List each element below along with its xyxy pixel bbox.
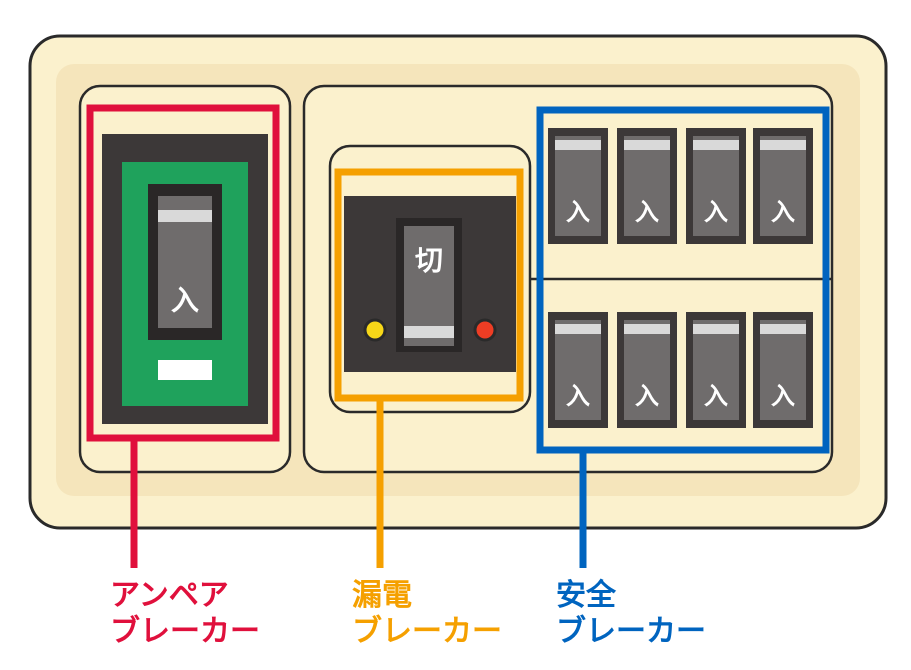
safety-switch-label: 入	[635, 198, 659, 226]
safety-breaker[interactable]: 入	[548, 128, 608, 244]
safety-switch-label: 入	[771, 198, 795, 226]
leakage-highlight-frame	[334, 168, 524, 402]
safety-switch-highlight	[760, 140, 806, 150]
safety-breaker[interactable]: 入	[617, 128, 677, 244]
breaker-switch-icon[interactable]	[760, 320, 806, 420]
safety-breaker[interactable]: 入	[753, 128, 813, 244]
safety-highlight-frame	[536, 106, 830, 454]
safety-switch-label: 入	[704, 382, 728, 410]
ampere-breaker-label: アンペア ブレーカー	[110, 578, 260, 650]
breaker-switch-icon[interactable]	[555, 320, 601, 420]
ampere-switch-highlight	[158, 210, 212, 222]
breaker-switch-icon[interactable]	[555, 136, 601, 236]
breaker-switch-icon[interactable]	[693, 320, 739, 420]
breaker-switch-icon[interactable]	[624, 136, 670, 236]
ampere-label-line1: アンペア	[110, 578, 229, 613]
safety-breaker[interactable]: 入	[753, 312, 813, 428]
leakage-switch-highlight	[404, 326, 454, 338]
safety-label-line1: 安全	[556, 578, 616, 613]
breaker-switch-icon[interactable]	[760, 136, 806, 236]
safety-breaker[interactable]: 入	[548, 312, 608, 428]
leakage-label-line2: ブレーカー	[352, 614, 502, 649]
safety-switch-label: 入	[704, 198, 728, 226]
safety-breaker-label: 安全 ブレーカー	[556, 578, 706, 650]
indicator-lamp-icon	[363, 318, 387, 342]
safety-switch-highlight	[624, 324, 670, 334]
safety-switch-highlight	[555, 140, 601, 150]
safety-switch-highlight	[693, 324, 739, 334]
safety-breaker[interactable]: 入	[686, 312, 746, 428]
safety-switch-highlight	[693, 140, 739, 150]
safety-switch-label: 入	[771, 382, 795, 410]
indicator-lamp-icon	[473, 318, 497, 342]
safety-switch-label: 入	[566, 198, 590, 226]
safety-label-line2: ブレーカー	[556, 614, 706, 649]
safety-switch-highlight	[555, 324, 601, 334]
safety-switch-label: 入	[566, 382, 590, 410]
safety-switch-highlight	[624, 140, 670, 150]
ampere-label-line2: ブレーカー	[110, 614, 260, 649]
breaker-switch-icon[interactable]	[693, 136, 739, 236]
safety-switch-label: 入	[635, 382, 659, 410]
leakage-breaker-label: 漏電 ブレーカー	[352, 578, 502, 650]
ampere-switch-label: 入	[171, 284, 199, 317]
safety-breaker[interactable]: 入	[686, 128, 746, 244]
leakage-switch-label: 切	[415, 244, 443, 277]
ampere-rating-plate	[158, 360, 212, 380]
ampere-highlight-frame	[86, 104, 280, 442]
leakage-breaker: 切	[344, 196, 516, 372]
ampere-breaker: 入	[102, 134, 268, 424]
leakage-label-line1: 漏電	[352, 578, 412, 613]
safety-breakers: 入入入入入入入入	[548, 128, 813, 428]
breaker-switch-icon[interactable]	[624, 320, 670, 420]
safety-switch-highlight	[760, 324, 806, 334]
safety-breaker[interactable]: 入	[617, 312, 677, 428]
